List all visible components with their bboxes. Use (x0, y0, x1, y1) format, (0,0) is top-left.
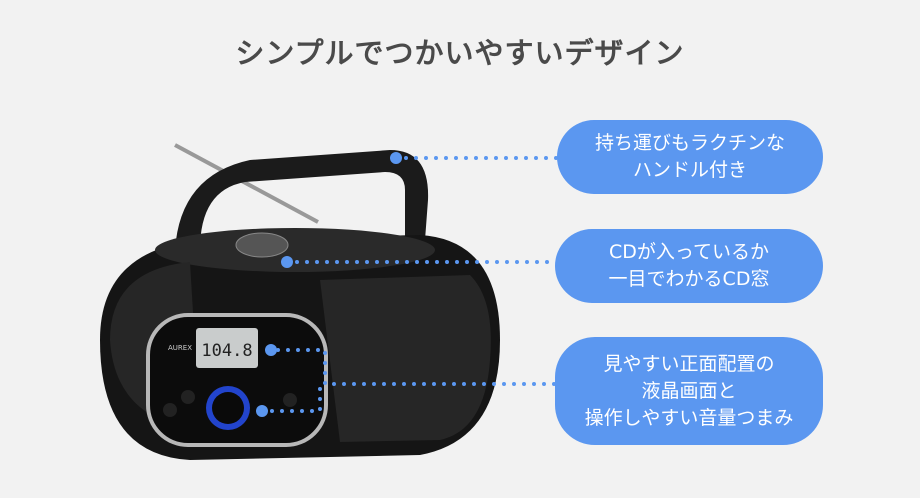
antenna (174, 143, 319, 224)
callout-text: 見やすい正面配置の (603, 352, 775, 375)
lcd-display (196, 328, 258, 368)
brand-logo: AUREX (168, 344, 192, 352)
callout-text: 操作しやすい音量つまみ (584, 406, 794, 429)
callout-cd-window: CDが入っているか 一目でわかるCD窓 (555, 229, 823, 303)
connector-dots (256, 152, 402, 417)
callout-display-knob: 見やすい正面配置の 液晶画面と 操作しやすい音量つまみ (555, 337, 823, 445)
callout-text: 持ち運びもラクチンな (594, 132, 785, 154)
page-title: シンプルでつかいやすいデザイン (235, 36, 685, 70)
cd-window (235, 232, 289, 258)
callout-text: CDが入っているか (609, 241, 769, 263)
callout-text: 一目でわかるCD窓 (608, 268, 770, 290)
callout-text: 液晶画面と (641, 379, 737, 402)
callout-handle: 持ち運びもラクチンな ハンドル付き (557, 120, 823, 194)
handle (175, 150, 429, 250)
callout-text: ハンドル付き (632, 159, 747, 181)
connector-lines (260, 156, 559, 413)
lcd-value: 104.8 (201, 341, 252, 361)
